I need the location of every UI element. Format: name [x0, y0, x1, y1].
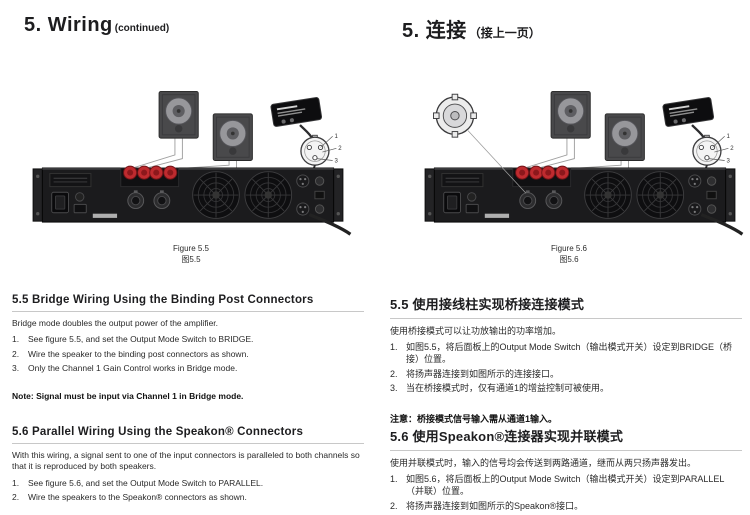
figure-caption-line2: 图5.5: [181, 254, 201, 264]
step-number: 1.: [12, 334, 20, 345]
step-number: 3.: [12, 362, 20, 373]
section-5-5-zh: 5.5 使用接线柱实现桥接连接模式 使用桥接模式可以让功放输出的功率增加。 1.…: [390, 294, 742, 425]
step-list: 1. 如图5.5，将后面板上的Output Mode Switch（输出模式开关…: [390, 342, 742, 395]
step-text: 将扬声器连接到如图所示的Speakon®接口。: [406, 500, 584, 511]
step-number: 3.: [390, 383, 398, 394]
figure-5-5-diagram: [20, 82, 356, 239]
step-list: 1. See figure 5.5, and set the Output Mo…: [12, 334, 364, 373]
wiring-diagram-bridge: [31, 89, 353, 236]
figure-caption-line2: 图5.6: [559, 254, 579, 264]
english-column: 5. Wiring(continued) Figure 5.5 图5.5 5.5…: [10, 0, 372, 506]
step-text: Only the Channel 1 Gain Control works in…: [28, 362, 238, 373]
figure-5-6-caption: Figure 5.6 图5.6: [388, 244, 750, 266]
step-item: 1. 如图5.5，将后面板上的Output Mode Switch（输出模式开关…: [390, 342, 742, 365]
section-title-zh: 5. 连接（接上一页）: [402, 14, 541, 43]
step-number: 2.: [12, 348, 20, 359]
step-number: 1.: [12, 477, 20, 488]
section-title-note: （接上一页）: [468, 26, 541, 40]
step-number: 2.: [390, 368, 398, 379]
step-item: 3. 当在桥接模式时，仅有通道1的增益控制可被使用。: [390, 383, 742, 395]
section-5-6-heading-en: 5.6 Parallel Wiring Using the Speakon® C…: [12, 426, 364, 444]
step-item: 2. Wire the speakers to the Speakon® con…: [12, 492, 364, 503]
section-5-5-heading-en: 5.5 Bridge Wiring Using the Binding Post…: [12, 294, 364, 312]
step-text: 如图5.6，将后面板上的Output Mode Switch（输出模式开关）设定…: [406, 474, 725, 496]
step-number: 2.: [390, 500, 398, 511]
step-item: 1. See figure 5.5, and set the Output Mo…: [12, 334, 364, 345]
step-item: 3. Only the Channel 1 Gain Control works…: [12, 363, 364, 374]
section-title-text: 5. Wiring: [24, 14, 113, 36]
step-list: 1. See figure 5.6, and set the Output Mo…: [12, 478, 364, 503]
step-item: 2. 将扬声器连接到如图所示的连接接口。: [390, 369, 742, 381]
section-5-5-en: 5.5 Bridge Wiring Using the Binding Post…: [12, 294, 364, 401]
step-number: 2.: [12, 491, 20, 502]
figure-caption-line1: Figure 5.6: [550, 244, 588, 253]
section-title-text: 5. 连接: [402, 20, 467, 42]
step-item: 1. 如图5.6，将后面板上的Output Mode Switch（输出模式开关…: [390, 474, 742, 497]
section-5-5-intro-zh: 使用桥接模式可以让功放输出的功率增加。: [390, 326, 562, 336]
section-5-6-intro-en: With this wiring, a signal sent to one o…: [12, 450, 360, 472]
figure-caption-line1: Figure 5.5: [172, 244, 210, 253]
step-list: 1. 如图5.6，将后面板上的Output Mode Switch（输出模式开关…: [390, 474, 742, 512]
step-number: 1.: [390, 342, 398, 353]
step-item: 2. Wire the speaker to the binding post …: [12, 349, 364, 360]
step-item: 1. See figure 5.6, and set the Output Mo…: [12, 478, 364, 489]
section-5-5-intro-en: Bridge mode doubles the output power of …: [12, 318, 219, 328]
section-5-6-intro-zh: 使用并联模式时，输入的信号均会传送到两路通道，继而从两只扬声器发出。: [390, 458, 697, 468]
step-text: See figure 5.5, and set the Output Mode …: [28, 334, 254, 345]
chinese-column: 5. 连接（接上一页） Figure 5.6 图5.6 5.5 使用接线柱实现桥…: [388, 0, 750, 511]
speakon-plug-detail: [433, 93, 527, 194]
figure-5-5-caption: Figure 5.5 图5.5: [10, 244, 372, 266]
wiring-diagram-parallel: [423, 89, 745, 236]
section-5-6-zh: 5.6 使用Speakon®连接器实现并联模式 使用并联模式时，输入的信号均会传…: [390, 426, 742, 515]
step-text: Wire the speaker to the binding post con…: [28, 348, 249, 359]
step-item: 2. 将扬声器连接到如图所示的Speakon®接口。: [390, 501, 742, 513]
figure-5-6-diagram: [412, 82, 748, 239]
section-5-5-heading-zh: 5.5 使用接线柱实现桥接连接模式: [390, 294, 742, 319]
step-text: 当在桥接模式时，仅有通道1的增益控制可被使用。: [406, 383, 610, 394]
section-5-6-en: 5.6 Parallel Wiring Using the Speakon® C…: [12, 426, 364, 506]
section-title-en: 5. Wiring(continued): [24, 14, 169, 37]
section-5-6-heading-zh: 5.6 使用Speakon®连接器实现并联模式: [390, 426, 742, 451]
step-text: Wire the speakers to the Speakon® connec…: [28, 491, 247, 502]
step-text: 将扬声器连接到如图所示的连接接口。: [406, 368, 560, 379]
section-title-note: (continued): [114, 23, 170, 34]
step-text: See figure 5.6, and set the Output Mode …: [28, 477, 264, 488]
bridge-note-zh: 注意：桥接模式信号输入需从通道1输入。: [390, 413, 558, 424]
step-number: 1.: [390, 474, 398, 485]
bridge-note-en: Note: Signal must be input via Channel 1…: [12, 390, 244, 401]
step-text: 如图5.5，将后面板上的Output Mode Switch（输出模式开关）设定…: [406, 342, 733, 364]
